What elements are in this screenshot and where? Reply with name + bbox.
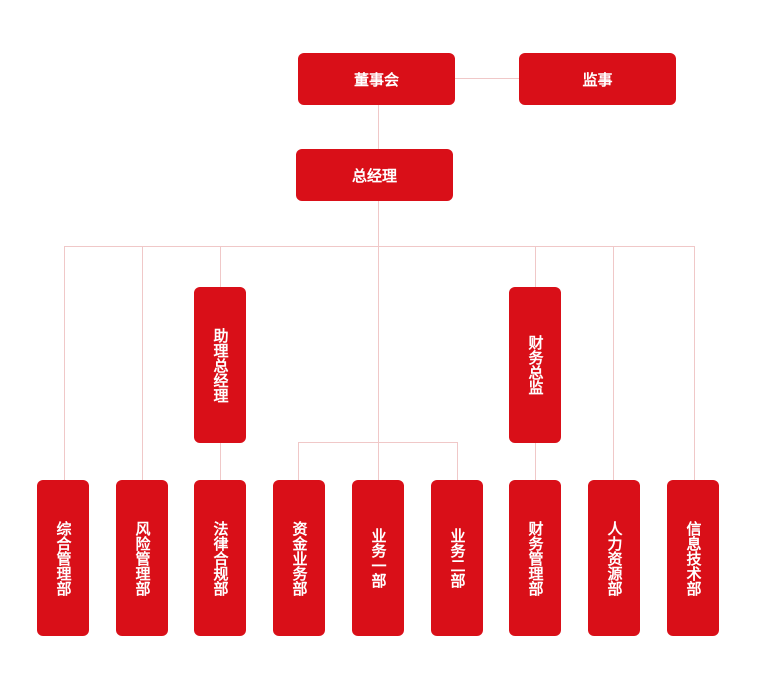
connector-left-end [64,246,65,480]
connector-horizontal-main [64,246,694,247]
department-node-8: 人力资源部 [588,480,640,636]
board-label: 董事会 [353,70,399,89]
connector-cfo-top [535,246,536,287]
department-node-7: 财务管理部 [509,480,561,636]
connector-assistant-bottom [220,443,221,480]
department-label-4: 资金业务部 [290,520,309,596]
financial-director-label: 财务总监 [526,335,545,395]
department-node-1: 综合管理部 [37,480,89,636]
connector-business-group [298,442,457,443]
connector-funds [298,442,299,480]
connector-assistant-top [220,246,221,287]
supervisor-node: 监事 [519,53,676,105]
connector-hr [613,246,614,480]
department-label-5: 业务一部 [369,528,388,588]
department-node-9: 信息技术部 [667,480,719,636]
general-manager-node: 总经理 [296,149,453,201]
department-label-2: 风险管理部 [133,520,152,596]
department-node-3: 法律合规部 [194,480,246,636]
department-label-1: 综合管理部 [54,520,73,596]
department-label-6: 业务二部 [448,528,467,588]
connector-board-supervisor [455,78,519,79]
connector-cfo-bottom [535,443,536,480]
supervisor-label: 监事 [582,70,613,89]
connector-gm-main [378,201,379,480]
board-node: 董事会 [298,53,455,105]
assistant-general-manager-node: 助理总经理 [194,287,246,443]
department-node-6: 业务二部 [431,480,483,636]
connector-business-two [457,442,458,480]
department-label-7: 财务管理部 [526,520,545,596]
connector-risk [142,246,143,480]
assistant-general-manager-label: 助理总经理 [211,327,230,403]
general-manager-label: 总经理 [351,166,397,185]
department-node-5: 业务一部 [352,480,404,636]
department-node-4: 资金业务部 [273,480,325,636]
connector-board-gm [378,105,379,149]
connector-right-end [694,246,695,480]
department-label-3: 法律合规部 [211,520,230,596]
financial-director-node: 财务总监 [509,287,561,443]
department-label-9: 信息技术部 [684,520,703,596]
department-label-8: 人力资源部 [605,520,624,596]
department-node-2: 风险管理部 [116,480,168,636]
